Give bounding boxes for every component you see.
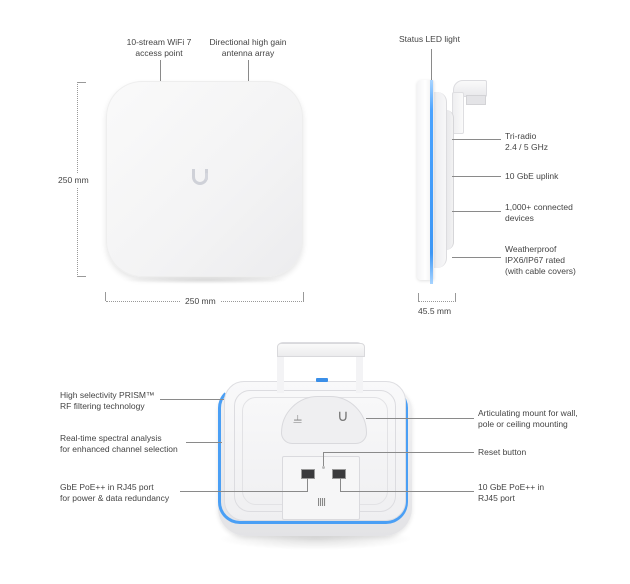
depth-dimension-label: 45.5 mm [418,306,452,316]
callout-wifi-line [160,60,161,81]
device-side [417,80,434,280]
callout-tengbe-port: 10 GbE PoE++ in RJ45 port [478,482,545,503]
callout-uplink-line [452,176,501,177]
callout-spectral: Real-time spectral analysis for enhanced… [60,433,178,454]
mount-latch [316,378,328,382]
reset-button[interactable] [322,466,325,469]
callout-tri-radio-line [452,139,501,140]
status-led-strip [430,80,433,284]
device-front [106,81,303,277]
gbe-port [301,469,315,479]
callout-spectral-line [186,442,222,443]
status-led-ring [218,386,408,524]
mount-hook-icon: ⫨ [293,410,303,427]
callout-reset: Reset button [478,447,527,457]
callout-reset-line [323,452,474,453]
callout-mount-line [366,418,474,419]
callout-status-led: Status LED light [399,34,460,44]
height-dimension-label: 250 mm [58,174,89,187]
callout-tengbe-line [340,491,474,492]
callout-devices-line [452,211,501,212]
callout-prism: High selectivity PRISM™ RF filtering tec… [60,390,155,411]
tengbe-port [332,469,346,479]
callout-mount: Articulating mount for wall, pole or cei… [478,408,578,429]
depth-dimension-line [418,301,456,302]
mount-plate [281,396,367,444]
port-panel [282,456,360,520]
qr-code-icon [318,498,326,506]
mount-clip-icon: ∪ [337,408,349,425]
callout-devices: 1,000+ connected devices [505,202,573,223]
callout-weather: Weatherproof IPX6/IP67 rated (with cable… [505,244,576,276]
callout-tri-radio: Tri-radio 2.4 / 5 GHz [505,131,548,152]
callout-gbe-port-line [180,491,308,492]
device-shadow [120,276,290,284]
callout-weather-line [452,257,501,258]
callout-uplink: 10 GbE uplink [505,171,559,181]
callout-gbe-port: GbE PoE++ in RJ45 port for power & data … [60,482,170,503]
callout-wifi: 10-stream WiFi 7 access point [126,37,192,58]
callout-antenna: Directional high gain antenna array [209,37,287,58]
width-dimension-label: 250 mm [181,296,220,307]
ubiquiti-logo-icon [192,169,208,187]
callout-status-led-line [431,49,432,80]
callout-prism-line [160,399,224,400]
